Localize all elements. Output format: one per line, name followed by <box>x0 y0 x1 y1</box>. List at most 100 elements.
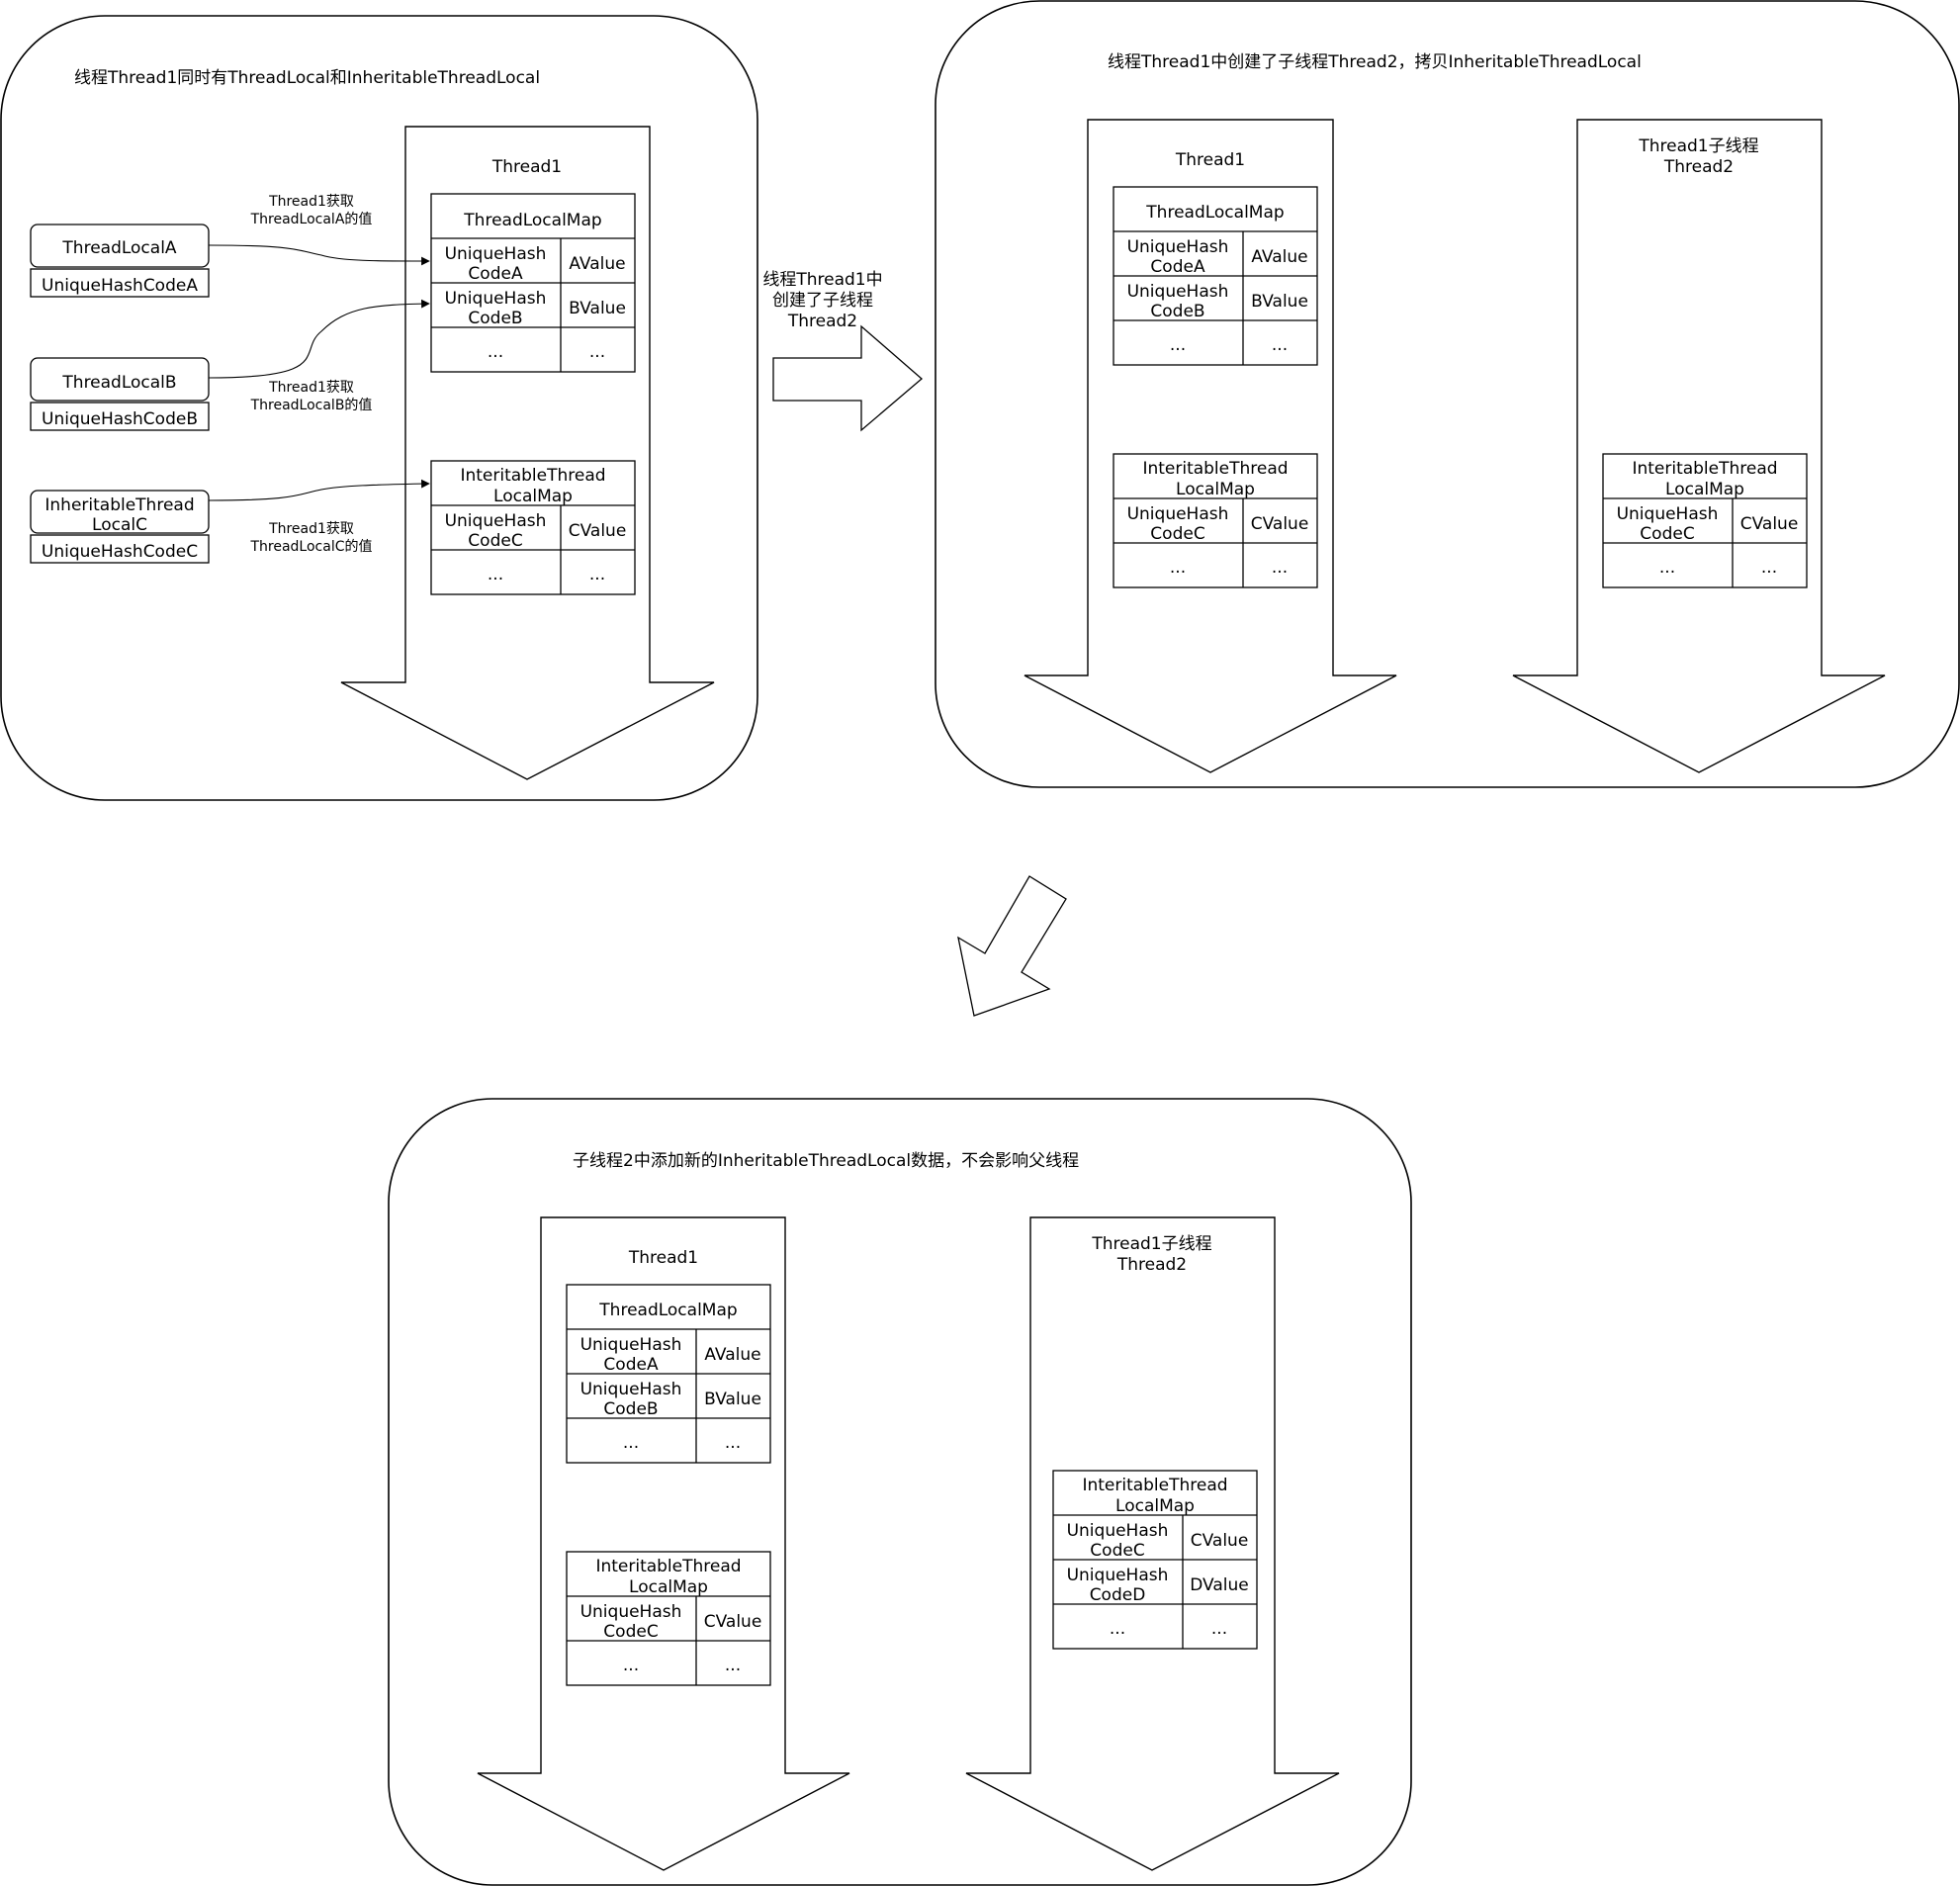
map-key: UniqueHash <box>445 244 547 264</box>
inheritable-thread-local-map: InteritableThread LocalMap UniqueHash Co… <box>566 1551 771 1686</box>
map-key: CodeB <box>603 1399 658 1419</box>
map-value: ... <box>589 565 605 584</box>
map-value: BValue <box>569 299 626 318</box>
map-title: InteritableThread <box>1142 459 1288 479</box>
map-value: ... <box>725 1656 741 1675</box>
map-key: CodeA <box>1150 257 1205 277</box>
map-value: ... <box>1761 558 1777 578</box>
map-key: ... <box>488 342 503 362</box>
map-value: AValue <box>1251 247 1307 267</box>
thread-local-map: ThreadLocalMap UniqueHash CodeA AValue U… <box>1113 186 1318 366</box>
map-key: UniqueHash <box>1127 237 1229 257</box>
thread1-label: Thread1 <box>1175 150 1245 170</box>
map-title: ThreadLocalMap <box>598 1301 737 1320</box>
thread2-label: Thread1子线程 <box>1638 136 1758 156</box>
edge-label: Thread1获取 <box>268 194 354 210</box>
map-title: LocalMap <box>1115 1496 1195 1516</box>
map-value: ... <box>1272 558 1288 578</box>
panel-3: 子线程2中添加新的InheritableThreadLocal数据，不会影响父线… <box>388 1098 1412 1886</box>
map-value: BValue <box>1251 292 1308 312</box>
connector-c <box>208 479 430 501</box>
map-key: UniqueHash <box>1067 1566 1169 1585</box>
map-key: ... <box>623 1433 639 1453</box>
transition-arrow-down-left <box>957 875 1067 1017</box>
map-value: DValue <box>1190 1575 1248 1595</box>
map-value: CValue <box>1251 514 1309 534</box>
map-key: CodeC <box>1090 1541 1144 1561</box>
map-title: InteritableThread <box>595 1557 741 1576</box>
map-key: UniqueHash <box>445 289 547 309</box>
transition-label: Thread2 <box>787 312 857 331</box>
map-value: AValue <box>569 254 625 274</box>
map-value: CValue <box>1191 1531 1249 1551</box>
thread-local-name: ThreadLocalB <box>61 373 176 393</box>
map-key: ... <box>488 565 503 584</box>
panel-2-frame <box>935 0 1960 788</box>
map-value: ... <box>725 1433 741 1453</box>
unique-hash-code: UniqueHashCodeB <box>42 409 198 429</box>
map-key: UniqueHash <box>1067 1521 1169 1541</box>
map-value: BValue <box>704 1390 761 1409</box>
map-key: UniqueHash <box>445 511 547 531</box>
map-key: CodeC <box>1640 524 1694 544</box>
map-key: CodeD <box>1090 1585 1146 1605</box>
thread-local-b: ThreadLocalB UniqueHashCodeB <box>30 357 210 431</box>
thread-local-map: ThreadLocalMap UniqueHash CodeA AValue U… <box>430 193 636 373</box>
map-key: UniqueHash <box>580 1380 682 1399</box>
map-key: ... <box>1170 558 1186 578</box>
map-value: ... <box>1211 1619 1227 1639</box>
map-title: ThreadLocalMap <box>463 211 601 230</box>
panel-2: 线程Thread1中创建了子线程Thread2，拷贝InheritableThr… <box>935 0 1960 788</box>
edge-label: Thread1获取 <box>268 380 354 396</box>
map-key: CodeA <box>468 264 523 284</box>
inheritable-thread-local-map-child: InteritableThread LocalMap UniqueHash Co… <box>1052 1470 1258 1650</box>
map-key: UniqueHash <box>1127 282 1229 302</box>
thread2-label: Thread1子线程 <box>1091 1234 1211 1254</box>
map-title: LocalMap <box>1665 480 1744 499</box>
transition-label: 创建了子线程 <box>772 291 873 311</box>
panel-1: 线程Thread1同时有ThreadLocal和InheritableThrea… <box>0 15 758 801</box>
inheritable-thread-local-map: InteritableThread LocalMap UniqueHash Co… <box>1113 453 1318 588</box>
map-key: UniqueHash <box>1617 504 1719 524</box>
unique-hash-code: UniqueHashCodeC <box>42 542 198 562</box>
transition-label: 线程Thread1中 <box>762 270 882 290</box>
map-value: ... <box>1272 335 1288 355</box>
panel-1-frame <box>0 15 758 801</box>
map-key: ... <box>623 1656 639 1675</box>
map-title: LocalMap <box>493 487 573 506</box>
edge-label: ThreadLocalC的值 <box>249 539 372 555</box>
thread-local-name: ThreadLocalA <box>61 238 177 258</box>
thread-local-name: LocalC <box>92 515 147 535</box>
map-key: CodeC <box>603 1622 658 1642</box>
map-key: UniqueHash <box>580 1335 682 1355</box>
map-value: AValue <box>704 1345 760 1365</box>
panel-2-title: 线程Thread1中创建了子线程Thread2，拷贝InheritableThr… <box>1108 52 1642 72</box>
edge-label: ThreadLocalA的值 <box>250 212 373 227</box>
map-key: CodeC <box>1150 524 1204 544</box>
map-title: LocalMap <box>629 1577 708 1597</box>
map-title: InteritableThread <box>1632 459 1777 479</box>
map-title: InteritableThread <box>460 466 605 486</box>
map-value: CValue <box>569 521 627 541</box>
map-key: ... <box>1110 1619 1125 1639</box>
thread2-label: Thread2 <box>1116 1255 1187 1275</box>
panel-3-title: 子线程2中添加新的InheritableThreadLocal数据，不会影响父线… <box>573 1151 1079 1171</box>
map-key: UniqueHash <box>1127 504 1229 524</box>
map-value: CValue <box>704 1612 762 1632</box>
map-key: CodeB <box>1150 302 1204 321</box>
panel-3-frame <box>388 1098 1412 1886</box>
thread-local-map: ThreadLocalMap UniqueHash CodeA AValue U… <box>566 1284 771 1464</box>
thread-local-a: ThreadLocalA UniqueHashCodeA <box>30 224 210 298</box>
map-value: CValue <box>1740 514 1799 534</box>
edge-label: Thread1获取 <box>268 521 354 537</box>
connector-b <box>208 299 430 379</box>
map-title: InteritableThread <box>1082 1476 1227 1495</box>
transition-arrow-right: 线程Thread1中 创建了子线程 Thread2 <box>762 270 923 432</box>
thread-local-name: InheritableThread <box>45 495 194 515</box>
map-value: ... <box>589 342 605 362</box>
map-key: CodeC <box>468 531 522 551</box>
map-key: UniqueHash <box>580 1602 682 1622</box>
thread1-label: Thread1 <box>491 157 562 177</box>
map-title: ThreadLocalMap <box>1145 203 1284 223</box>
